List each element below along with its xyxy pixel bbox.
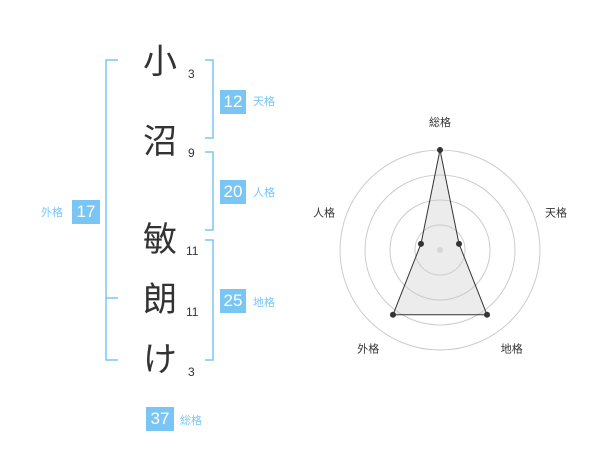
jinkaku-bracket (205, 151, 214, 231)
radar-ring-2 (389, 199, 491, 301)
stroke-count-1: 3 (188, 67, 195, 81)
tenkaku-value: 12 (220, 90, 246, 114)
stroke-count-2: 9 (188, 146, 195, 160)
radar-series-polygon (392, 149, 488, 316)
tenkaku-label: 天格 (253, 95, 275, 108)
gaikaku-value: 17 (72, 200, 100, 224)
outer-bracket (105, 59, 118, 361)
radar-ring-1 (414, 224, 466, 276)
tenkaku-bracket (205, 59, 214, 139)
radar-point-1 (437, 147, 443, 153)
radar-axis-label-1: 総格 (429, 115, 451, 129)
jinkaku-label: 人格 (253, 186, 275, 199)
stroke-count-4: 11 (186, 305, 199, 319)
radar-axis-label-3: 地格 (501, 342, 523, 356)
radar-center (437, 247, 443, 253)
soukaku-label: 総格 (180, 414, 202, 427)
chikaku-bracket (205, 239, 214, 361)
name-char-1: 小 (143, 42, 177, 82)
name-char-4: 朗 (143, 280, 177, 320)
radar-point-3 (484, 311, 491, 318)
jinkaku-value: 20 (220, 180, 246, 204)
radar-point-4 (389, 311, 396, 318)
stroke-count-3: 11 (186, 244, 199, 258)
chikaku-label: 地格 (253, 296, 275, 309)
radar-axis-label-2: 天格 (545, 205, 567, 219)
radar-point-2 (456, 240, 463, 247)
radar-ring-3 (364, 174, 516, 326)
soukaku-value: 37 (146, 407, 174, 431)
gaikaku-label: 外格 (41, 206, 63, 219)
radar-point-5 (417, 240, 424, 247)
name-char-3: 敏 (143, 220, 177, 260)
name-char-2: 沼 (143, 122, 177, 162)
stroke-count-5: 3 (188, 365, 195, 379)
radar-axis-label-4: 外格 (357, 342, 379, 356)
name-char-5: け (143, 340, 177, 380)
radar-axis-label-5: 人格 (313, 205, 335, 219)
chikaku-value: 25 (220, 289, 246, 313)
